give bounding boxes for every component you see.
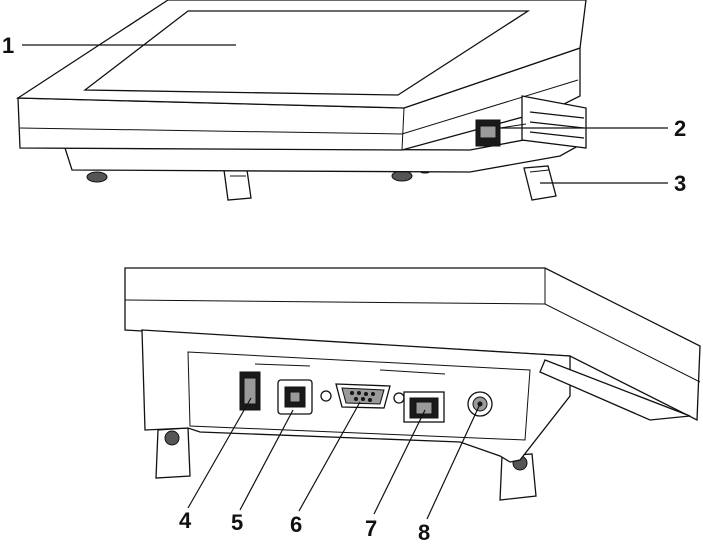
leader-7 — [373, 409, 426, 515]
callout-8: 8 — [418, 520, 430, 545]
callout-5: 5 — [231, 510, 243, 535]
leader-5 — [239, 409, 294, 511]
leader-6 — [298, 401, 361, 512]
foot-front-left — [86, 171, 108, 183]
port-usb-a-rear — [239, 371, 261, 411]
port-ethernet — [403, 391, 445, 423]
rear-leg-right — [499, 453, 537, 501]
side-usb-port-group — [475, 95, 587, 149]
callout-7: 7 — [365, 516, 377, 541]
port-usb-b — [277, 379, 313, 415]
rear-leg-left — [155, 427, 191, 479]
support-leg-left — [223, 169, 252, 201]
callout-6: 6 — [290, 512, 302, 537]
terminal-front-view — [15, 0, 587, 201]
leader-4 — [187, 397, 252, 509]
callout-leaders — [22, 44, 668, 520]
callout-3: 3 — [674, 171, 686, 196]
foot-front-right — [391, 170, 413, 182]
leader-8 — [426, 403, 481, 520]
terminal-rear-view — [124, 267, 701, 501]
terminal-base — [64, 129, 579, 173]
callout-4: 4 — [179, 508, 192, 533]
touch-screen — [83, 10, 531, 96]
callout-2: 2 — [674, 116, 686, 141]
callout-1: 1 — [2, 33, 14, 58]
